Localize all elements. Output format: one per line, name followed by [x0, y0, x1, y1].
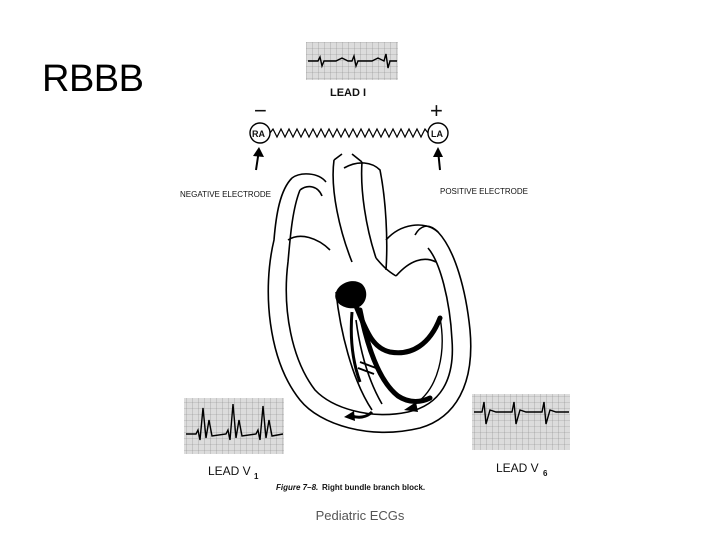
heart-inner-wall — [285, 189, 454, 416]
conduction-system — [335, 281, 443, 421]
pulmonary-artery — [343, 162, 397, 277]
depolarization-arrowhead — [404, 402, 418, 412]
zigzag-wire — [269, 127, 429, 139]
left-atrium — [385, 224, 439, 277]
lead-v1-strip: LEAD V 1 — [184, 398, 284, 481]
lead-v1-trace — [186, 403, 284, 441]
aorta — [332, 153, 377, 263]
lead-v1-grid — [184, 398, 284, 454]
plus-sign: + — [430, 98, 443, 123]
depolarization-path — [411, 317, 443, 407]
la-label: LA — [431, 129, 443, 139]
lead-v6-grid — [472, 394, 570, 450]
right-bundle — [349, 311, 362, 383]
figure-caption-text: Right bundle branch block. — [322, 483, 425, 492]
rv-activation-arrowhead — [344, 411, 355, 421]
lead-v1-subscript: 1 — [254, 472, 259, 481]
slide-footer: Pediatric ECGs — [315, 508, 405, 523]
lead-v6-strip: LEAD V 6 — [472, 394, 570, 478]
lead-i-strip: LEAD I — [306, 42, 398, 99]
ra-arrowhead — [253, 147, 264, 157]
negative-electrode-label: NEGATIVE ELECTRODE — [180, 190, 271, 199]
lead-v6-trace — [474, 401, 569, 425]
block-marker — [357, 361, 377, 375]
ra-label: RA — [252, 129, 265, 139]
lead-i-label: LEAD I — [330, 87, 366, 99]
minus-sign: − — [254, 98, 267, 123]
electrode-wire: RA LA — [249, 122, 449, 171]
lead-v6-label: LEAD V — [496, 461, 539, 475]
av-node — [335, 281, 367, 309]
right-atrium — [287, 173, 331, 251]
positive-electrode-label: POSITIVE ELECTRODE — [440, 187, 528, 196]
lead-i-trace — [308, 53, 397, 69]
heart-drawing — [267, 153, 472, 434]
figure-caption-prefix: Figure 7–8. — [276, 483, 318, 492]
left-bundle-lower — [357, 307, 433, 404]
lead-v1-label: LEAD V — [208, 464, 251, 478]
slide-title: RBBB — [42, 58, 144, 100]
lead-v6-subscript: 6 — [543, 469, 548, 478]
la-arrowhead — [433, 147, 443, 157]
heart-outer-wall — [267, 177, 472, 434]
